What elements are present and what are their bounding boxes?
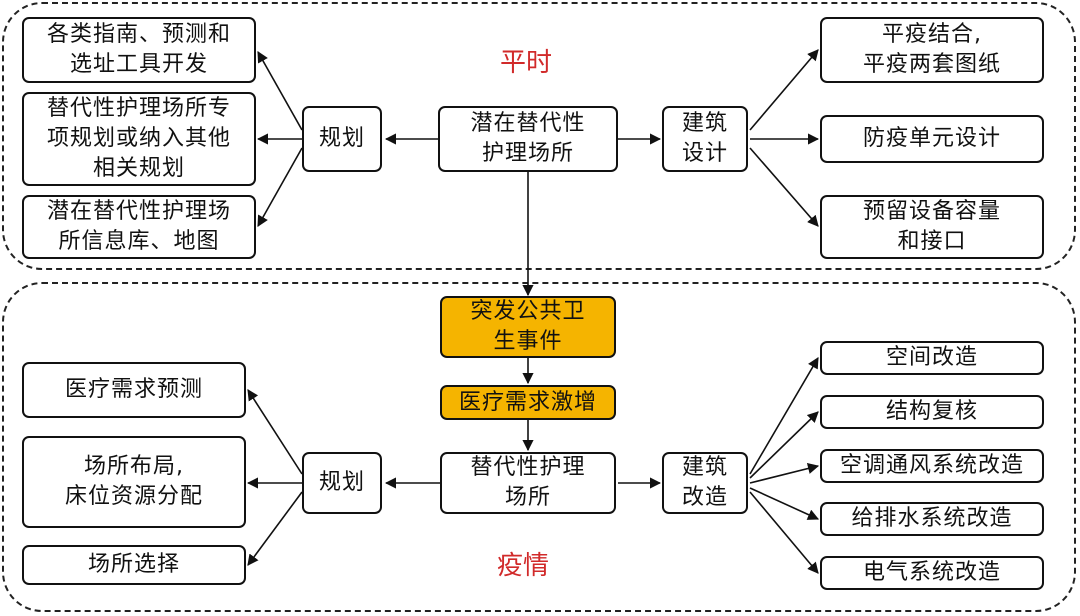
epidemic-unit-box: 防疫单元设计 <box>820 115 1044 163</box>
arrow-planning-to-guides <box>257 51 303 131</box>
public-health-event-box: 突发公共卫 生事件 <box>440 296 616 358</box>
arrow-epi-planning-to-selection <box>247 491 303 566</box>
arrow-reno-to-electric <box>749 491 819 574</box>
arrow-design-to-reserve <box>749 147 819 227</box>
arrow-design-to-dual <box>749 49 819 131</box>
arrow-reno-to-structure <box>749 411 819 479</box>
arrow-planning-to-database <box>257 147 303 227</box>
space-renovation-box: 空间改造 <box>820 341 1044 375</box>
demand-forecast-box: 医疗需求预测 <box>22 362 246 418</box>
epidemic-label: 疫情 <box>497 551 550 581</box>
peacetime-region <box>2 2 1076 270</box>
arrow-epi-planning-to-demand <box>247 389 303 475</box>
info-database-box: 潜在替代性护理场 所信息库、地图 <box>22 195 256 259</box>
peacetime-planning-box: 规划 <box>302 106 382 172</box>
guides-tools-box: 各类指南、预测和 选址工具开发 <box>22 17 256 83</box>
epidemic-planning-box: 规划 <box>302 452 382 514</box>
site-selection-box: 场所选择 <box>22 545 246 585</box>
reserve-capacity-box: 预留设备容量 和接口 <box>820 195 1044 259</box>
water-renovation-box: 给排水系统改造 <box>820 502 1044 536</box>
hvac-renovation-box: 空调通风系统改造 <box>820 449 1044 483</box>
demand-surge-box: 医疗需求激增 <box>440 385 616 420</box>
structure-review-box: 结构复核 <box>820 395 1044 429</box>
dual-drawings-box: 平疫结合, 平疫两套图纸 <box>820 17 1044 83</box>
arrow-reno-to-water <box>749 487 820 520</box>
peacetime-center-box: 潜在替代性 护理场所 <box>438 106 618 172</box>
epidemic-renovation-box: 建筑 改造 <box>662 452 748 514</box>
epidemic-center-box: 替代性护理 场所 <box>440 452 616 514</box>
peacetime-design-box: 建筑 设计 <box>662 106 748 172</box>
arrow-reno-to-space <box>749 357 819 475</box>
layout-allocation-box: 场所布局, 床位资源分配 <box>22 436 246 528</box>
arrow-reno-to-hvac <box>749 463 820 484</box>
electrical-renovation-box: 电气系统改造 <box>820 556 1044 590</box>
peacetime-label: 平时 <box>500 48 553 78</box>
epidemic-region <box>2 282 1076 612</box>
special-planning-box: 替代性护理场所专 项规划或纳入其他 相关规划 <box>22 92 256 186</box>
